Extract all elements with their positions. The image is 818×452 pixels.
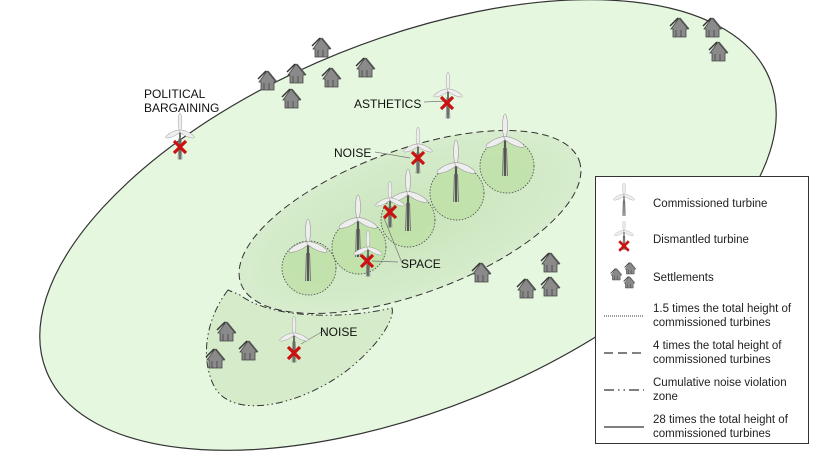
leader-lines <box>300 100 447 345</box>
label-political-2: BARGAINING <box>144 101 219 115</box>
settlement-icon <box>257 70 278 91</box>
label-political-1: POLITICAL <box>144 87 206 101</box>
dismantled-turbine-icon <box>613 221 635 253</box>
dash-dot-line-sample <box>604 389 644 391</box>
label-noise-bottom: NOISE <box>320 325 357 339</box>
solid-line-sample <box>604 426 644 428</box>
settlement-icon <box>286 63 307 84</box>
legend: Commissioned turbine Dismantled turbine … <box>595 176 809 444</box>
dotted-line-sample <box>604 315 644 317</box>
label-space: SPACE <box>401 257 441 271</box>
label-asthetics: ASTHETICS <box>354 97 421 111</box>
settlement-icon <box>610 262 637 289</box>
commissioned-turbine-icon <box>612 183 636 217</box>
settlement-icon <box>311 37 332 58</box>
label-noise-top: NOISE <box>334 146 371 160</box>
dashed-line-sample <box>604 352 644 354</box>
